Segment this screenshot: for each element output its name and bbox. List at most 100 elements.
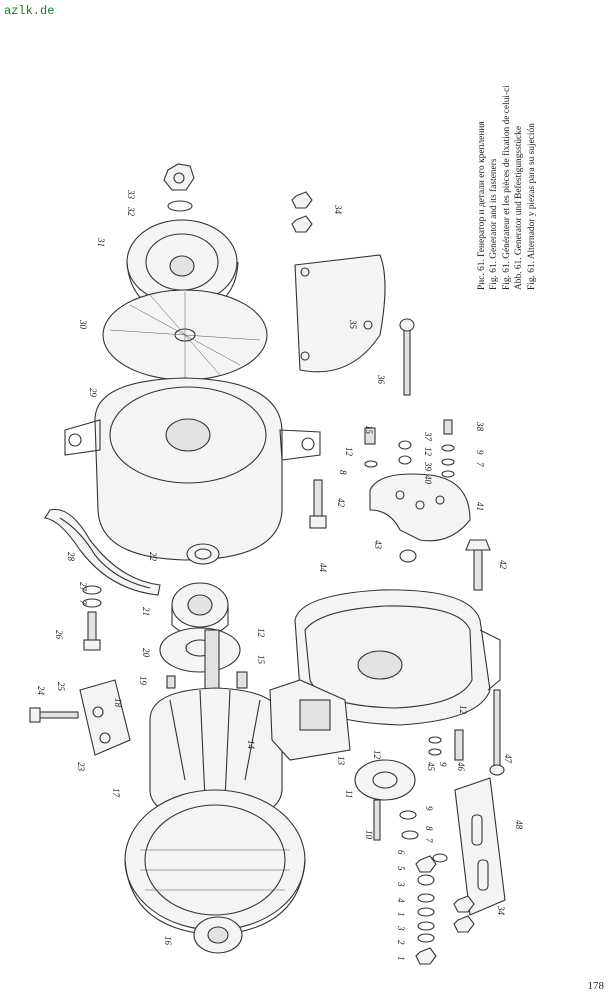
callout-8b: 8 [338, 470, 348, 475]
nuts-34-bottom [453, 895, 475, 933]
callout-40: 40 [423, 475, 433, 485]
bracket-48 [454, 777, 506, 916]
callout-23: 23 [76, 762, 86, 772]
screw-10 [373, 799, 381, 841]
small-parts-37-40 [398, 419, 455, 478]
page-number: 178 [587, 980, 605, 992]
callout-3: 3 [396, 881, 406, 887]
caption-line-de: Abb. 61. Generator und Befestigungsstück… [514, 125, 525, 290]
nuts-34-top [291, 191, 313, 233]
callout-12: 12 [256, 628, 266, 638]
callout-39: 39 [423, 461, 433, 472]
callout-19: 19 [138, 676, 148, 686]
washer-12 [364, 460, 378, 468]
callout-12d: 12 [458, 705, 468, 715]
callout-47: 47 [503, 754, 513, 764]
callout-10: 10 [364, 830, 374, 840]
callout-32: 32 [126, 206, 136, 217]
rectifier-41 [369, 473, 471, 542]
callout-4: 4 [396, 898, 406, 903]
callout-24: 24 [36, 686, 46, 696]
fan-30 [102, 289, 268, 381]
callout-31: 31 [96, 237, 106, 247]
callout-48: 48 [514, 820, 524, 830]
callout-25: 25 [56, 682, 66, 692]
bolt-42a [309, 479, 327, 529]
callout-labels: 33 32 31 30 29 28 22 27 7 26 21 20 12 15… [36, 189, 524, 961]
site-label: azlk.de [4, 4, 55, 18]
callout-11: 11 [344, 790, 354, 798]
stator-17 [124, 789, 306, 936]
key-19 [166, 675, 176, 689]
callout-27: 27 [78, 582, 88, 592]
mounting-plate-35 [294, 254, 386, 373]
nut-33 [163, 163, 195, 191]
caption-line-en: Fig. 61. Generator and its fasteners [489, 158, 500, 290]
caption-line-fr: Fig. 61. Générateur et les pièces de fix… [501, 85, 512, 290]
callout-8: 8 [424, 826, 434, 831]
callout-41: 41 [475, 502, 485, 511]
slip-ring-end-housing-44 [294, 589, 501, 726]
callout-7b: 7 [475, 462, 485, 467]
callout-7c: 7 [424, 838, 434, 843]
callout-35: 35 [348, 319, 358, 330]
mounting-block-23 [79, 679, 131, 756]
bearing-21 [171, 582, 229, 638]
callout-22: 22 [148, 552, 158, 562]
callout-38: 38 [475, 421, 485, 432]
callout-21: 21 [141, 607, 151, 616]
callout-45: 45 [426, 762, 436, 772]
callout-3b: 3 [396, 925, 406, 931]
callout-42b: 42 [498, 560, 508, 570]
callout-42: 42 [336, 498, 346, 508]
callout-20: 20 [141, 648, 151, 658]
callout-7: 7 [78, 600, 88, 605]
callout-15b: 15 [364, 425, 374, 435]
callout-5: 5 [396, 866, 406, 871]
bearing-16 [193, 916, 243, 954]
callout-9b: 9 [438, 762, 448, 767]
callout-14: 14 [246, 740, 256, 750]
brush-holder-13 [269, 679, 351, 761]
callout-44: 44 [318, 563, 328, 573]
callout-15: 15 [256, 655, 266, 665]
callout-29: 29 [88, 388, 98, 398]
callout-16: 16 [163, 936, 173, 946]
callout-1b: 1 [396, 956, 406, 961]
bushing-43 [399, 549, 417, 563]
caption-line-es: Fig. 61. Alternador y piezas para su suj… [526, 123, 537, 290]
callout-9c: 9 [424, 806, 434, 811]
callout-36: 36 [376, 374, 386, 385]
adjusting-strap-28 [44, 508, 161, 596]
washer-32 [167, 200, 193, 212]
caption-line-ru: Рис. 61. Генератор и детали его креплени… [477, 121, 487, 290]
terminal-stack-1-6 [415, 855, 437, 965]
callout-18: 18 [113, 698, 123, 708]
bolt-36 [399, 318, 415, 396]
callout-34: 34 [333, 204, 343, 215]
long-bolt-47 [489, 689, 505, 776]
callout-17: 17 [111, 788, 121, 798]
terminal-bolt-46 [428, 729, 464, 761]
screw-15 [236, 671, 248, 689]
callout-34b: 34 [496, 905, 506, 916]
callout-9: 9 [475, 450, 485, 455]
screw-15b [364, 427, 376, 445]
callout-30: 30 [78, 319, 88, 330]
callout-12e: 12 [372, 750, 382, 760]
callout-1: 1 [396, 912, 406, 917]
callout-6: 6 [396, 850, 406, 855]
drive-end-housing-29 [64, 377, 321, 561]
callout-12b: 12 [344, 447, 354, 457]
bolt-26 [82, 585, 102, 651]
bolt-42b [465, 539, 491, 591]
bolt-24 [29, 707, 79, 723]
callout-33: 33 [126, 189, 136, 200]
rotor-18 [149, 629, 283, 821]
ring-20 [159, 627, 241, 673]
callout-13: 13 [336, 756, 346, 766]
cover-plate-11 [354, 759, 416, 801]
callout-46: 46 [456, 762, 466, 772]
callout-43: 43 [373, 540, 383, 550]
